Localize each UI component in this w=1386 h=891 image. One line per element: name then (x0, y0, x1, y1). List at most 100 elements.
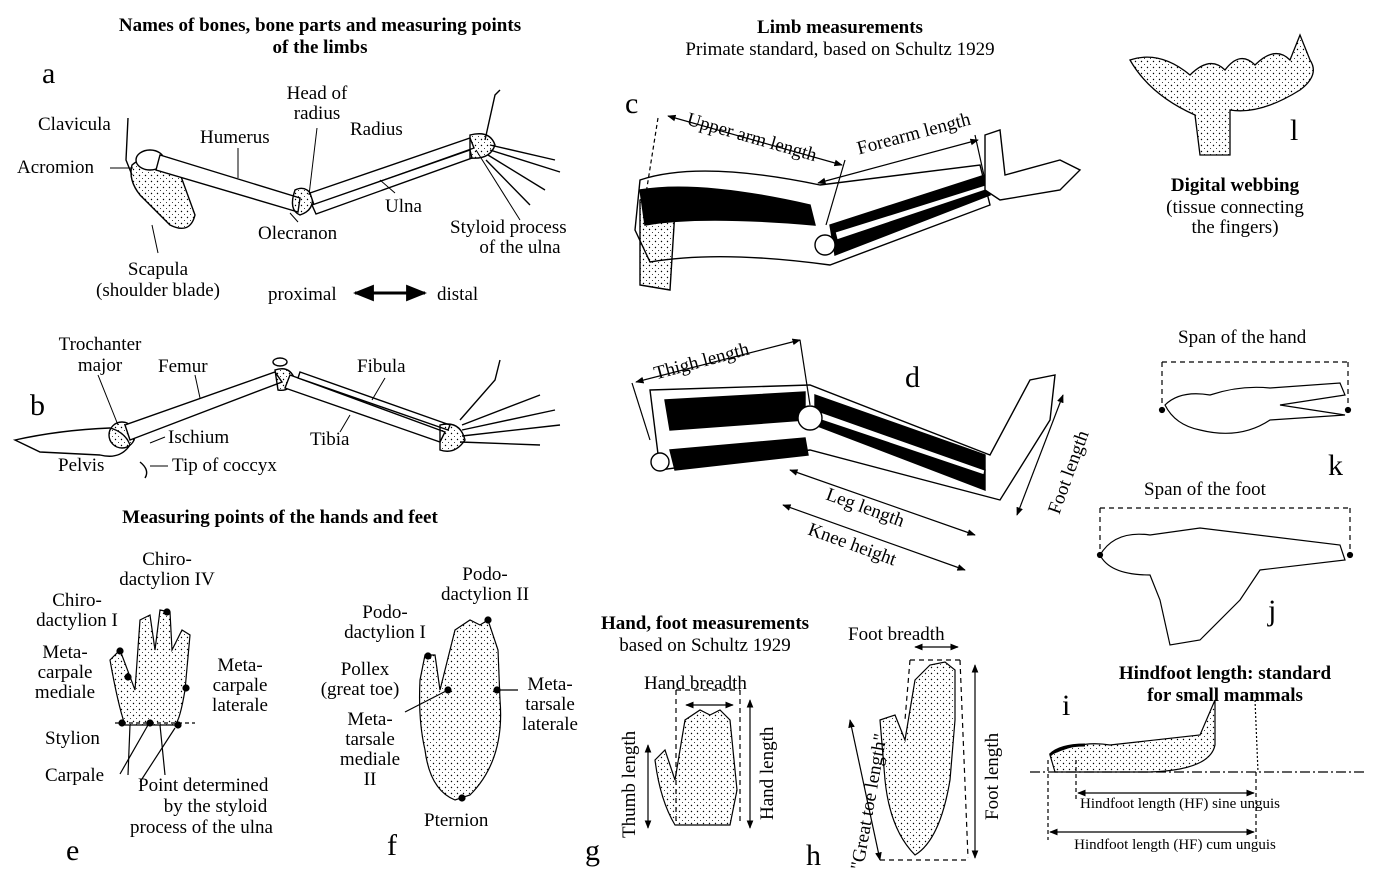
label-span-of-hand: Span of the hand (1178, 327, 1307, 348)
panel-label-h: h (806, 839, 821, 872)
label-metacarpale-mediale-line1: Meta- (42, 642, 88, 663)
label-hand-breadth: Hand breadth (644, 673, 747, 694)
hand-span-drawing (1158, 361, 1352, 434)
label-tip-of-coccyx: Tip of coccyx (172, 455, 277, 476)
label-stylion: Stylion (45, 728, 100, 749)
label-metatarsale-laterale-line3: laterale (522, 714, 578, 735)
panel-label-k: k (1328, 449, 1343, 482)
label-metatarsale-laterale-line1: Meta- (527, 674, 573, 695)
label-styloid-line1: Styloid process (450, 217, 567, 238)
label-metacarpale-laterale-line2: carpale (212, 675, 268, 696)
label-metacarpale-laterale-line3: laterale (212, 695, 268, 716)
label-metatarsale-laterale-line2: tarsale (525, 694, 575, 715)
panel-label-c: c (625, 87, 639, 120)
panel-label-b: b (30, 389, 45, 422)
panel-label-a: a (42, 57, 56, 90)
label-metacarpale-mediale-line3: mediale (34, 682, 96, 703)
label-podo-ii-line2: dactylion II (440, 584, 530, 605)
leg-skeleton (12, 357, 561, 479)
panel-label-e: e (66, 834, 80, 867)
label-point-determined-line1: Point determined (138, 775, 269, 796)
label-metacarpale-mediale-line2: carpale (37, 662, 93, 683)
leg-measure-lines (631, 338, 1064, 571)
label-thumb-length: Thumb length (619, 730, 640, 838)
label-hand-length: Hand length (757, 726, 778, 820)
label-scapula-line1: Scapula (127, 259, 189, 280)
arm-skeleton (125, 89, 561, 229)
heading-hand-foot-sub: based on Schultz 1929 (619, 635, 791, 656)
label-metatarsale-mediale-line4: II (363, 769, 377, 790)
heading-limb-measurements-sub: Primate standard, based on Schultz 1929 (685, 39, 995, 60)
arm-outline (634, 129, 1082, 291)
heading-limb-measurements: Limb measurements (757, 17, 923, 38)
webbing-sub-line1: (tissue connecting (1166, 197, 1304, 218)
label-head-of-radius-line1: Head of (286, 83, 348, 104)
label-point-determined-line2: by the styloid (163, 796, 268, 817)
heading-digital-webbing: Digital webbing (1170, 175, 1300, 196)
hand-measure-drawing (644, 689, 754, 829)
label-podo-i-line2: dactylion I (344, 622, 426, 643)
webbed-hand (1129, 33, 1314, 156)
label-podo-i-line1: Podo- (362, 602, 408, 623)
label-styloid-line2: of the ulna (479, 237, 561, 258)
label-scapula-line2: (shoulder blade) (96, 280, 220, 301)
label-ischium: Ischium (168, 427, 230, 448)
label-humerus: Humerus (200, 127, 270, 148)
label-pollex-line2: (great toe) (320, 679, 400, 700)
label-femur: Femur (158, 356, 208, 377)
label-foot-breadth: Foot breadth (848, 624, 945, 645)
panel-label-i: i (1062, 689, 1071, 722)
label-head-of-radius-line2: radius (293, 103, 341, 124)
label-fibula: Fibula (357, 356, 406, 377)
panel-label-d: d (905, 361, 920, 394)
label-tibia: Tibia (310, 429, 350, 450)
heading-names-bones-line1: Names of bones, bone parts and measuring… (118, 15, 522, 36)
label-metatarsale-mediale-line2: tarsale (345, 729, 395, 750)
heading-names-bones-line2: of the limbs (272, 37, 368, 58)
heading-hindfoot-line1: Hindfoot length: standard (1118, 663, 1332, 684)
label-ulna: Ulna (385, 196, 422, 217)
label-foot-length-h: Foot length (982, 732, 1003, 820)
label-point-determined-line3: process of the ulna (130, 817, 273, 838)
label-hf-cum-unguis: Hindfoot length (HF) cum unguis (1074, 837, 1276, 853)
panel-label-f: f (387, 829, 397, 862)
label-radius: Radius (350, 119, 403, 140)
label-carpale: Carpale (45, 765, 105, 786)
label-distal: distal (437, 284, 479, 305)
label-chirodactylion-iv-line2: dactylion IV (119, 569, 215, 590)
label-chirodactylion-i-line2: dactylion I (36, 610, 118, 631)
leg-leaders (97, 374, 386, 467)
heading-hands-feet-points: Measuring points of the hands and feet (122, 507, 438, 528)
label-pelvis: Pelvis (58, 455, 105, 476)
label-clavicula: Clavicula (38, 114, 111, 135)
label-metatarsale-mediale-line1: Meta- (347, 709, 393, 730)
label-chirodactylion-iv-line1: Chiro- (142, 549, 192, 570)
label-pternion: Pternion (424, 810, 489, 831)
heading-hindfoot-line2: for small mammals (1147, 685, 1303, 706)
foot-measure-drawing (848, 643, 979, 861)
panel-label-j: j (1268, 594, 1277, 627)
label-metacarpale-laterale-line1: Meta- (217, 655, 263, 676)
panel-label-g: g (585, 834, 600, 867)
heading-hand-foot-measurements: Hand, foot measurements (600, 613, 810, 634)
label-trochanter-line1: Trochanter (58, 334, 142, 355)
foot-points-drawing (404, 616, 518, 802)
label-metatarsale-mediale-line3: mediale (339, 749, 401, 770)
webbing-sub-line2: the fingers) (1191, 217, 1279, 238)
label-span-of-foot: Span of the foot (1144, 479, 1266, 500)
label-acromion: Acromion (17, 157, 95, 178)
hindfoot-drawing (1030, 699, 1365, 840)
label-olecranon: Olecranon (258, 223, 338, 244)
arm-measure-lines (644, 114, 986, 226)
label-proximal: proximal (268, 284, 337, 305)
label-chirodactylion-i-line1: Chiro- (52, 590, 102, 611)
label-pollex-line1: Pollex (340, 659, 390, 680)
hand-points-drawing (109, 608, 195, 783)
leg-outline (649, 374, 1056, 501)
label-hf-sine-unguis: Hindfoot length (HF) sine unguis (1080, 796, 1280, 812)
label-podo-ii-line1: Podo- (462, 564, 508, 585)
label-trochanter-line2: major (77, 355, 123, 376)
arm-leaders (110, 127, 521, 302)
panel-label-l: l (1290, 114, 1299, 147)
